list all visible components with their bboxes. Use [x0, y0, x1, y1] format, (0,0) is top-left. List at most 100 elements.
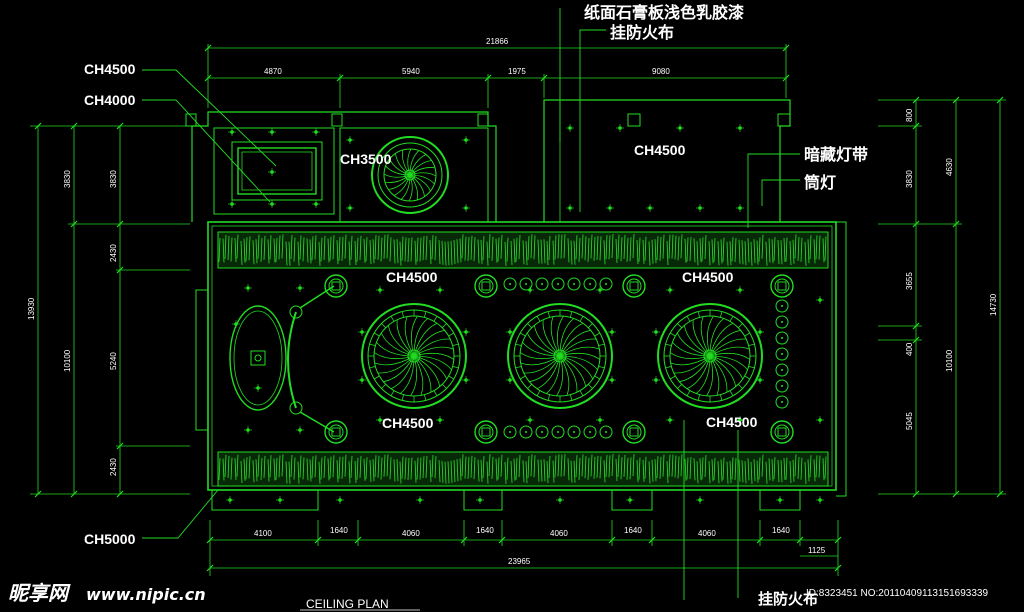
small-lamp: [775, 347, 789, 361]
downlight-icon: [461, 327, 471, 337]
small-lamp: [503, 277, 517, 291]
note-gypsum: 纸面石膏板浅色乳胶漆: [584, 3, 744, 22]
label-ch4500-mid-top-left: CH4500: [386, 269, 438, 285]
downlight-icon: [525, 285, 535, 295]
label-ch4500-right-room: CH4500: [634, 142, 686, 158]
watermark-logo: 昵享网: [8, 581, 71, 605]
downlight-icon: [525, 415, 535, 425]
dim-left-total: 13930: [27, 297, 36, 320]
small-lamp: [551, 277, 565, 291]
small-lamp: [551, 425, 565, 439]
dim-right-c2: 3830: [905, 170, 914, 188]
downlight-icon: [651, 375, 661, 385]
downlight-icon: [295, 283, 305, 293]
dimension-lines: [30, 44, 1006, 576]
dimension-values: 21866 4870 5940 1975 9080 4100 1640 4060…: [254, 37, 826, 566]
downlight-icon: [565, 123, 575, 133]
dim-right-c3: 3655: [905, 272, 914, 290]
downlight-icon: [435, 415, 445, 425]
dim-bot-7: 4060: [698, 529, 716, 538]
label-ch5000: CH5000: [84, 531, 136, 547]
note-hidden-light: 暗藏灯带: [804, 145, 868, 164]
dim-bot-total: 23965: [508, 557, 531, 566]
downlight-icon: [253, 383, 263, 393]
chandelier-left: [361, 303, 467, 409]
oval-fixture: [229, 285, 335, 433]
downlight-icon: [615, 123, 625, 133]
downlight-icon: [605, 203, 615, 213]
chandelier-center: [507, 303, 613, 409]
small-lamp: [583, 425, 597, 439]
dim-right-c5: 5045: [905, 412, 914, 430]
downlight-icon: [375, 285, 385, 295]
downlight-icon: [625, 495, 635, 505]
dim-bot-9: 1125: [808, 546, 826, 555]
dimension-values-vertical: 13930 3830 10100 3830 2430 5240 2430 147…: [27, 108, 998, 476]
annotation-notes: 纸面石膏板浅色乳胶漆 挂防火布 暗藏灯带 筒灯 挂防火布: [584, 3, 868, 608]
downlight-icon: [735, 123, 745, 133]
downlight-icon: [227, 199, 237, 209]
downlight-icon: [357, 375, 367, 385]
dim-top-3: 1975: [508, 67, 526, 76]
small-lamp: [775, 299, 789, 313]
dim-right-total: 14730: [989, 293, 998, 316]
downlight-icon: [695, 203, 705, 213]
downlight-icon: [735, 285, 745, 295]
label-ch4500-mid-bot-right: CH4500: [706, 414, 758, 430]
downlight-icon: [227, 127, 237, 137]
downlight-icon: [607, 375, 617, 385]
downlight-icon: [275, 495, 285, 505]
small-lamp: [775, 315, 789, 329]
small-lamp: [599, 277, 613, 291]
downlight-icon: [461, 375, 471, 385]
dim-right-a: 4630: [945, 158, 954, 176]
downlight-icon: [295, 425, 305, 435]
downlight-icon: [243, 425, 253, 435]
downlight-icon: [695, 495, 705, 505]
downlight-icon: [735, 203, 745, 213]
dim-right-c1: 800: [905, 108, 914, 122]
dim-bot-6: 1640: [624, 526, 642, 535]
label-ch4500-left: CH4500: [84, 61, 136, 77]
small-lamp: [535, 425, 549, 439]
downlight-icon: [565, 203, 575, 213]
downlight-icon: [665, 415, 675, 425]
downlight-icon: [435, 285, 445, 295]
downlight-icon: [415, 495, 425, 505]
small-lamp: [775, 363, 789, 377]
downlight-icon: [595, 285, 605, 295]
downlight-icon: [815, 295, 825, 305]
ch3500-chandelier: [371, 136, 449, 214]
ceiling-height-labels: CH4500 CH4000 CH3500 CH4500 CH4500 CH450…: [84, 61, 758, 547]
dim-left-c3: 5240: [109, 352, 118, 370]
label-ch3500: CH3500: [340, 151, 392, 167]
note-downlight: 筒灯: [803, 173, 836, 192]
small-lamp: [775, 379, 789, 393]
downlight-icon: [461, 203, 471, 213]
dim-bot-5: 4060: [550, 529, 568, 538]
plan-title: CEILING PLAN: [306, 597, 389, 611]
label-ch4500-mid-bot-left: CH4500: [382, 415, 434, 431]
light-band-bottom: [217, 451, 829, 487]
downlight-icon: [645, 203, 655, 213]
downlight-icon: [243, 283, 253, 293]
downlight-icon: [311, 199, 321, 209]
small-lamp: [519, 425, 533, 439]
note-fireproof-top: 挂防火布: [610, 23, 674, 42]
small-lamp: [567, 277, 581, 291]
light-band-top: [217, 231, 829, 269]
dim-bot-4: 1640: [476, 526, 494, 535]
downlight-icon: [461, 135, 471, 145]
watermark-id: ID:8323451 NO:20110409113151693339: [806, 588, 988, 599]
downlight-icon: [815, 415, 825, 425]
downlight-icon: [267, 167, 277, 177]
dim-right-c4: 400: [905, 342, 914, 356]
dim-top-total: 21866: [486, 37, 509, 46]
dim-left-c2: 2430: [109, 244, 118, 262]
wall-outline: [185, 99, 847, 511]
downlight-icon: [555, 495, 565, 505]
dim-right-b: 10100: [945, 349, 954, 372]
chandelier-right: [657, 303, 763, 409]
dim-bot-2: 1640: [330, 526, 348, 535]
dim-top-4: 9080: [652, 67, 670, 76]
